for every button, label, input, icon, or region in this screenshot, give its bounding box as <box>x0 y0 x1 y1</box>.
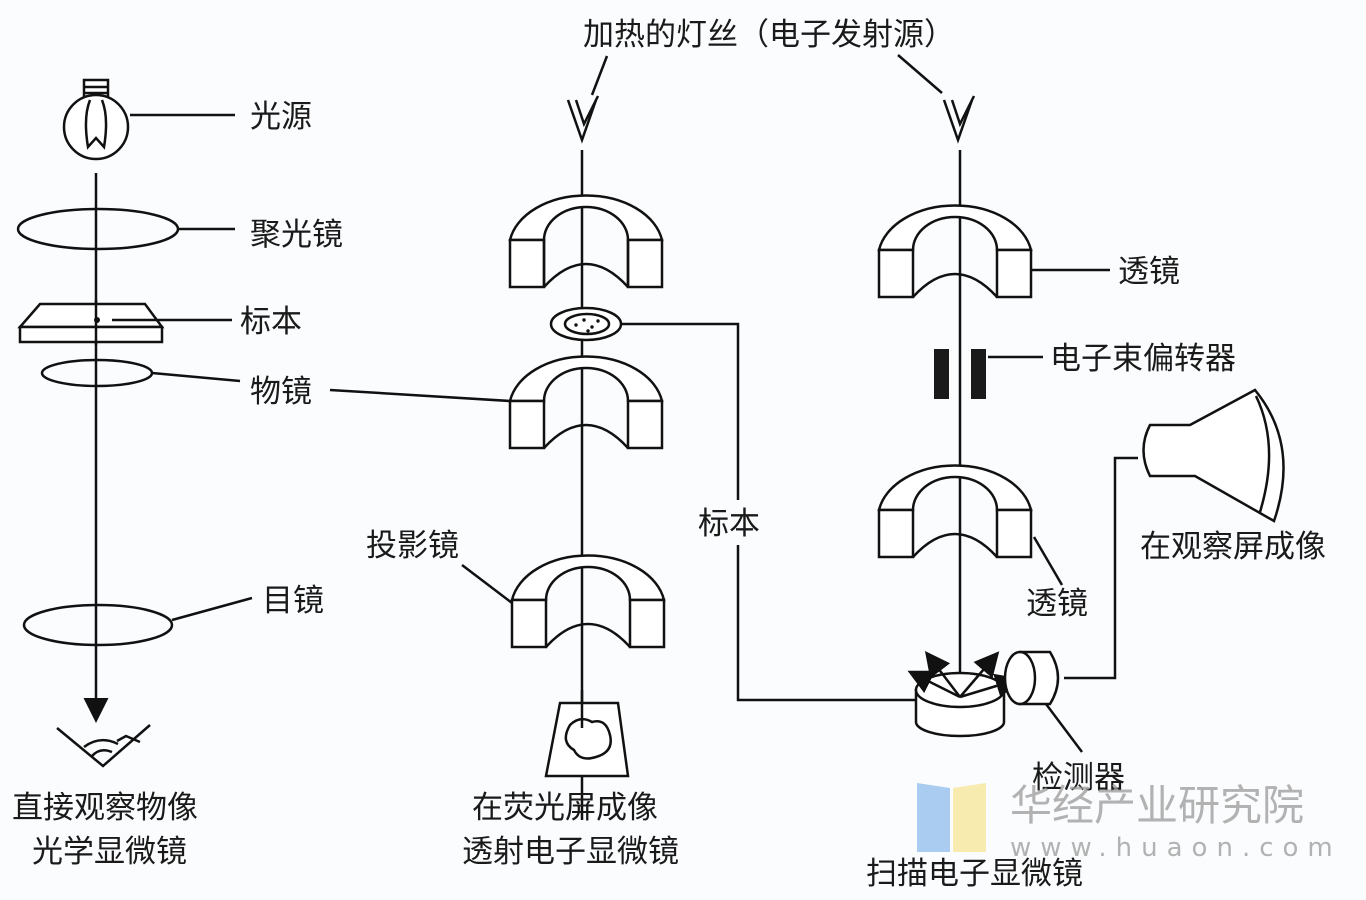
watermark-url: www.huaon.com <box>1010 833 1342 863</box>
sem-lens-bottom-label: 透镜 <box>1026 586 1088 622</box>
objective-leader <box>151 371 241 383</box>
tem-specimen-label: 标本 <box>698 506 760 542</box>
sem-upper-magnetic-lens <box>877 204 1033 299</box>
projector-leader <box>461 564 513 604</box>
sem-caption: 扫描电子显微镜 <box>866 856 1083 892</box>
watermark-logo-blue <box>917 783 950 852</box>
light-bulb-icon <box>62 78 130 161</box>
tem-specimen-holder <box>549 306 623 342</box>
filament-title: 加热的灯丝（电子发射源） <box>583 17 955 53</box>
tem-condenser-magnetic-lens <box>508 194 664 289</box>
sem-lower-magnetic-lens <box>877 464 1033 559</box>
tem-caption-line1: 在荧光屏成像 <box>472 790 658 826</box>
optical-caption-line2: 光学显微镜 <box>32 834 187 870</box>
specimen-slide <box>17 300 165 345</box>
specimen-label: 标本 <box>240 304 302 340</box>
sem-filament-leader <box>897 54 943 94</box>
deflector-label: 电子束偏转器 <box>1050 341 1236 377</box>
watermark-logo-yellow <box>953 783 986 852</box>
watermark-name: 华经产业研究院 <box>1010 781 1304 830</box>
tem-specimen-leader-upper <box>621 322 740 500</box>
condenser-label: 聚光镜 <box>250 217 343 253</box>
optical-caption-line1: 直接观察物像 <box>12 790 198 826</box>
objective-label: 物镜 <box>250 374 312 410</box>
tem-caption-line2: 透射电子显微镜 <box>462 834 679 870</box>
fluorescent-screen <box>544 690 630 778</box>
eyepiece-lens <box>22 603 174 647</box>
detector-to-screen-wire <box>1064 456 1138 680</box>
condenser-lens <box>16 207 180 251</box>
sem-filament-icon <box>942 95 976 144</box>
optical-microscope: 光源 聚光镜 标本 物镜 目镜 直接观察物像 光 <box>12 78 343 870</box>
beam-deflector-plates <box>934 349 986 399</box>
projector-label: 投影镜 <box>366 528 459 564</box>
objective-to-tem-leader <box>329 388 511 403</box>
light-source-label: 光源 <box>250 99 312 135</box>
tem-filament-leader <box>590 55 609 96</box>
screen-label: 在观察屏成像 <box>1140 529 1326 565</box>
detector-leader <box>1045 703 1083 753</box>
sem-lens-bottom-leader <box>1032 536 1064 586</box>
sem-microscope: 透镜 电子束偏转器 透镜 在观察屏成像 <box>866 95 1342 892</box>
tem-projector-magnetic-lens <box>510 554 666 649</box>
eye-icon <box>56 724 151 768</box>
tem-specimen-leader-lower <box>736 545 915 702</box>
eyepiece-label: 目镜 <box>262 583 324 619</box>
detector-icon <box>1003 650 1060 706</box>
tem-microscope: 标本 投影镜 在荧光屏成像 透射电子显微镜 <box>329 95 915 870</box>
eyepiece-leader <box>171 596 253 622</box>
detector-label: 检测器 <box>1032 760 1125 796</box>
crt-screen-icon <box>1142 388 1285 523</box>
sem-lens-top-label: 透镜 <box>1118 254 1180 290</box>
tem-objective-magnetic-lens <box>508 355 664 450</box>
tem-filament-icon <box>566 95 600 144</box>
sem-specimen-stage <box>907 651 1021 738</box>
huaon-watermark: 华经产业研究院 www.huaon.com <box>917 781 1342 863</box>
